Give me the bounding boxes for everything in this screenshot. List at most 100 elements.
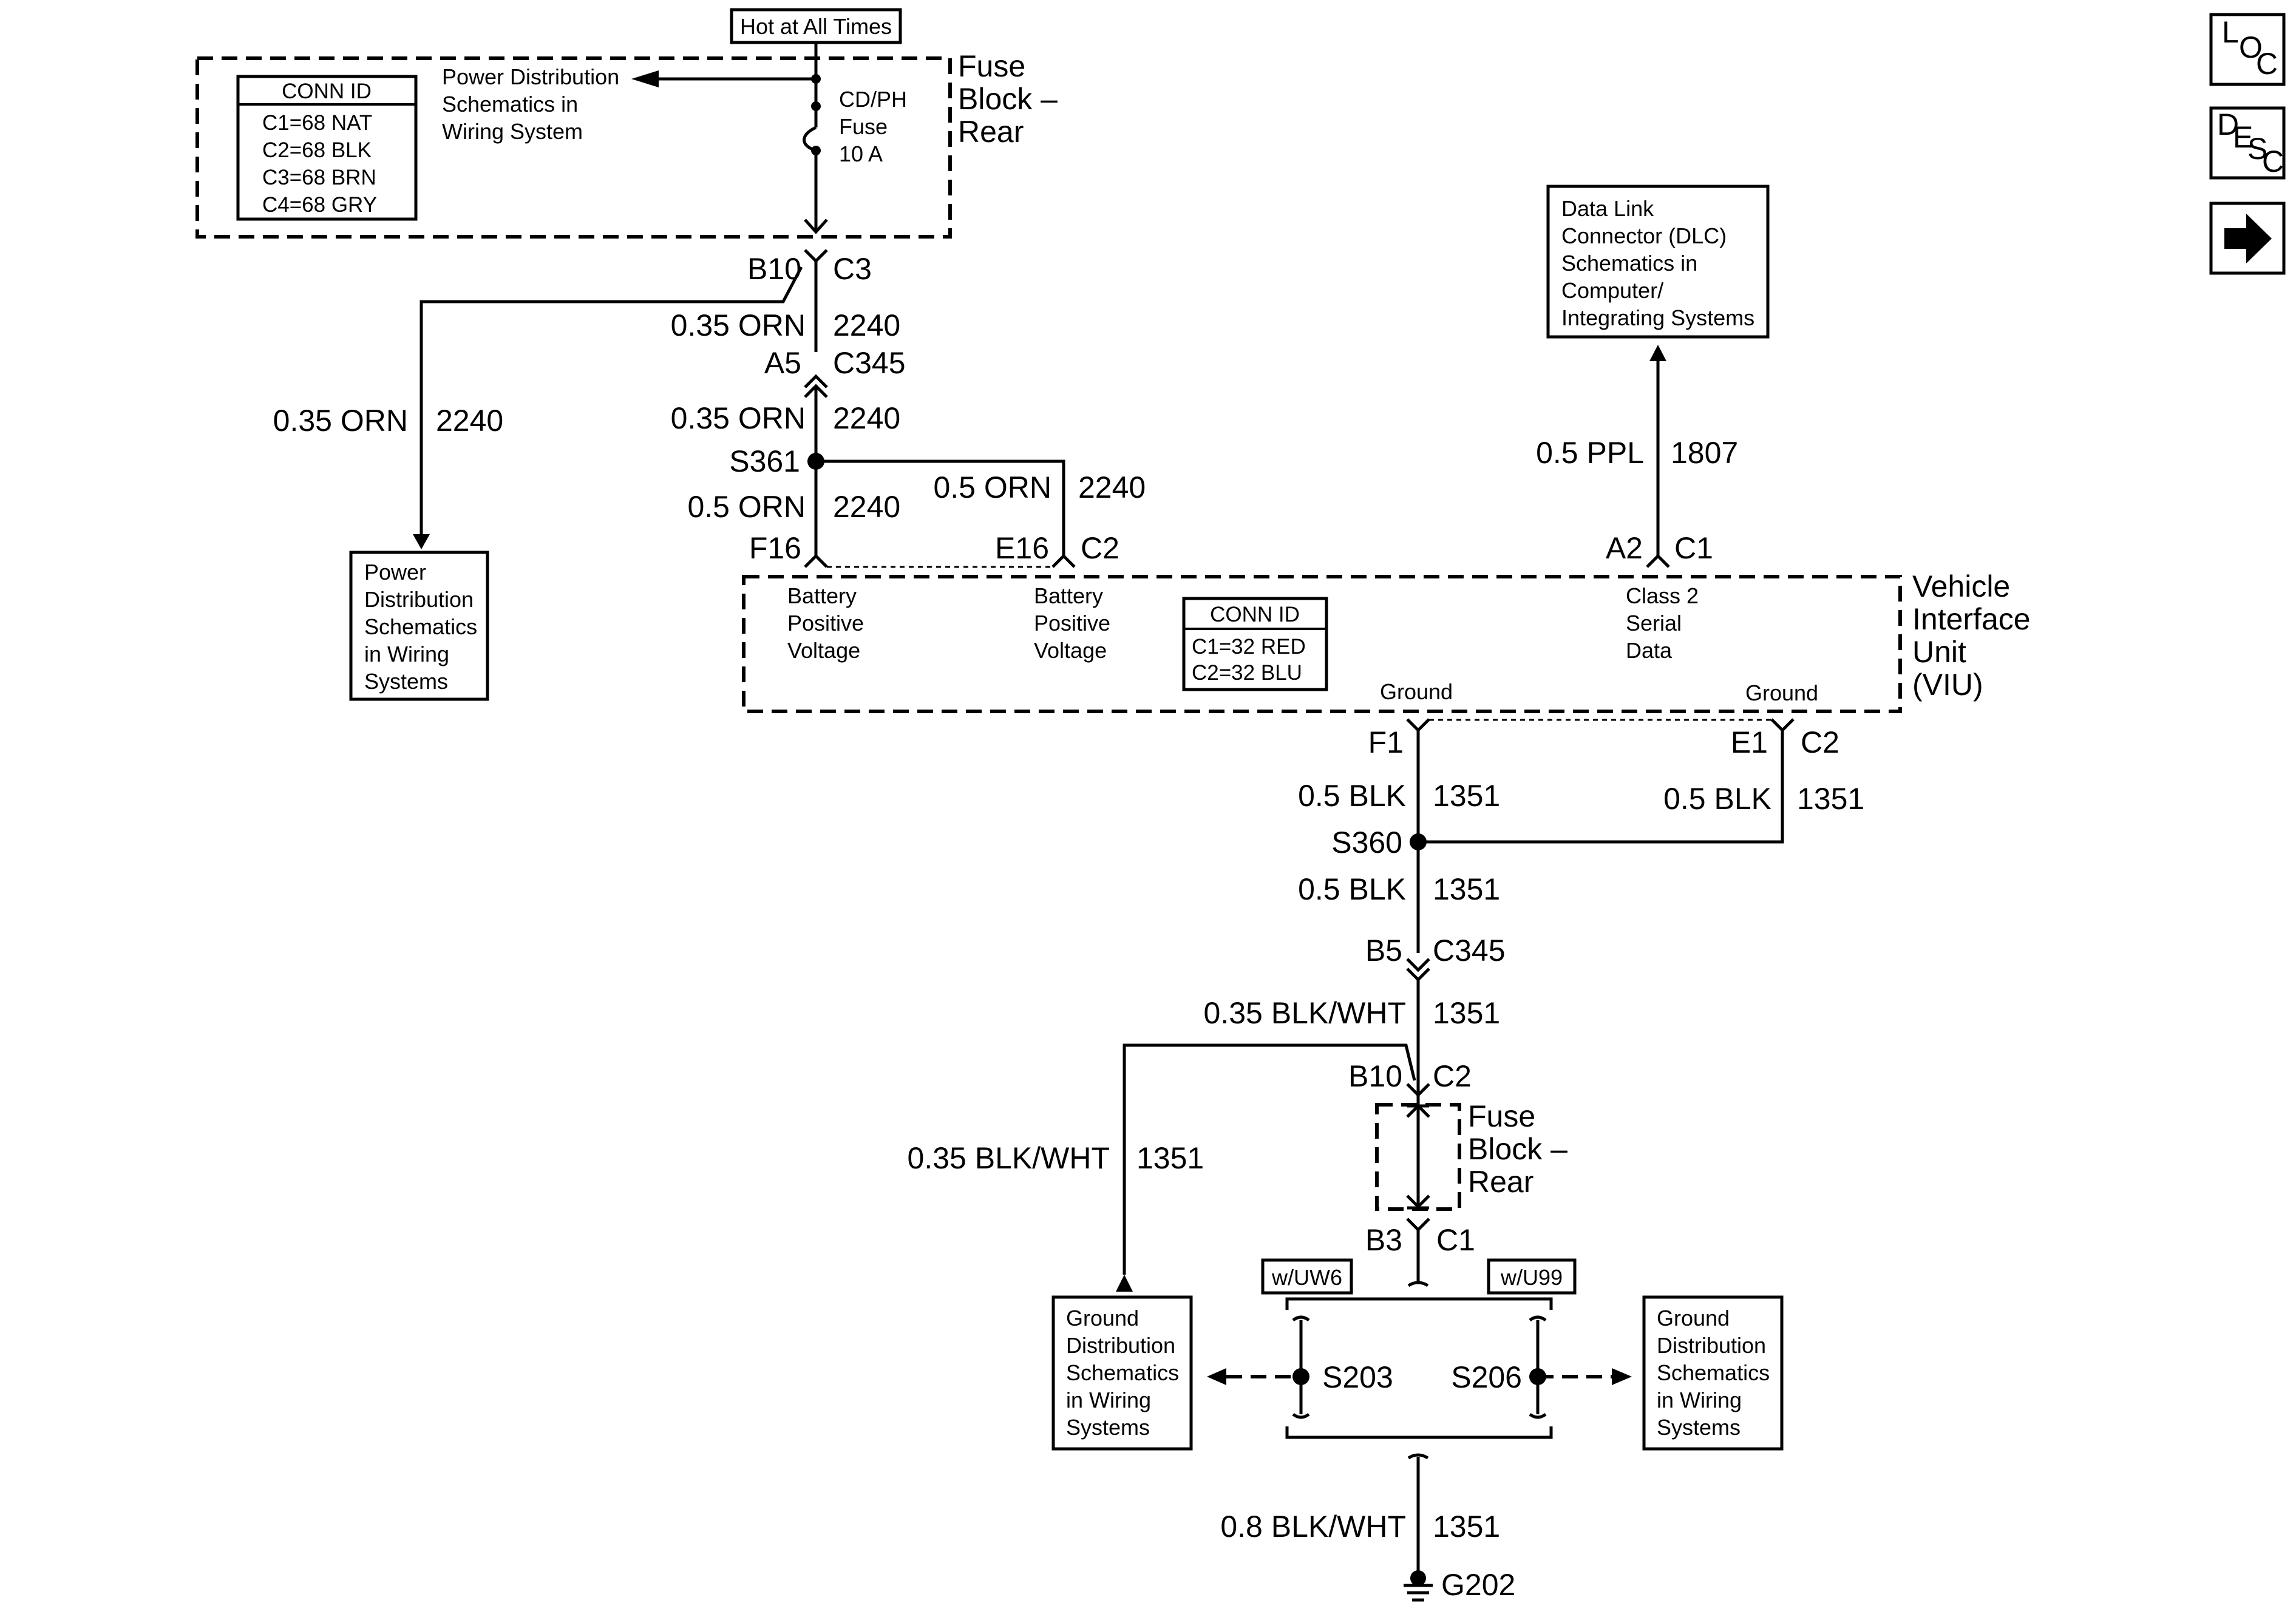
svg-text:E16: E16 xyxy=(995,531,1049,565)
conn-id-table-top: CONN ID C1=68 NAT C2=68 BLK C3=68 BRN C4… xyxy=(236,75,418,221)
svg-text:in Wiring: in Wiring xyxy=(1066,1388,1151,1412)
wire-gauge: 0.8 BLK/WHT xyxy=(1220,1510,1406,1544)
connector-f1: F1 xyxy=(1368,718,1430,759)
svg-text:C2=32 BLU: C2=32 BLU xyxy=(1192,661,1302,685)
next-button[interactable] xyxy=(2209,202,2286,275)
splice-s361: S361 xyxy=(729,444,824,478)
svg-text:C2: C2 xyxy=(1801,725,1839,759)
svg-text:F16: F16 xyxy=(749,531,801,565)
wire-circuit: 1351 xyxy=(1433,1510,1500,1544)
connector-b3-c1: B3 C1 xyxy=(1365,1218,1475,1257)
wire-circuit: 2240 xyxy=(833,308,900,342)
svg-text:CONN ID: CONN ID xyxy=(1210,603,1300,626)
wire-gauge: 0.5 ORN xyxy=(933,470,1051,504)
arrow-left-icon xyxy=(631,70,659,87)
svg-text:Positive: Positive xyxy=(1034,611,1110,636)
svg-text:in Wiring: in Wiring xyxy=(364,642,449,666)
connector-b10-c2: B10 C2 xyxy=(1348,1059,1472,1097)
viu-name-1: Vehicle xyxy=(1912,569,2010,603)
svg-text:E1: E1 xyxy=(1731,725,1768,759)
ground-distribution-ref-left[interactable]: Ground Distribution Schematics in Wiring… xyxy=(1051,1295,1193,1451)
fuse-block-top: Fuse Block – Rear xyxy=(195,49,1058,239)
wire-gauge: 0.5 BLK xyxy=(1663,782,1771,816)
svg-text:Ground: Ground xyxy=(1745,680,1818,705)
svg-text:O: O xyxy=(2239,30,2263,64)
svg-text:Serial: Serial xyxy=(1626,611,1682,636)
svg-text:S360: S360 xyxy=(1331,825,1402,859)
svg-text:Distribution: Distribution xyxy=(364,587,474,612)
wire-gauge: 0.35 BLK/WHT xyxy=(908,1141,1110,1175)
svg-text:Block –: Block – xyxy=(1468,1132,1567,1166)
conn-id-item: C1=68 NAT xyxy=(262,111,372,135)
svg-text:S206: S206 xyxy=(1451,1360,1522,1394)
power-distribution-ref-box[interactable]: Power Distribution Schematics in Wiring … xyxy=(349,551,489,701)
wire-gauge: 0.5 BLK xyxy=(1298,872,1406,906)
conn-id-item: C3=68 BRN xyxy=(262,166,376,189)
arrow-right-icon xyxy=(1612,1368,1632,1385)
svg-text:Systems: Systems xyxy=(1066,1415,1150,1440)
desc-button[interactable]: D E S C xyxy=(2209,106,2286,180)
svg-text:C: C xyxy=(2256,47,2278,81)
conn-id-item: C2=68 BLK xyxy=(262,138,372,162)
svg-text:Power Distribution: Power Distribution xyxy=(442,64,619,89)
wire-gauge: 0.35 BLK/WHT xyxy=(1204,996,1406,1030)
svg-text:Schematics: Schematics xyxy=(364,614,477,639)
svg-text:Distribution: Distribution xyxy=(1657,1333,1766,1358)
svg-text:C345: C345 xyxy=(1433,934,1506,968)
viu-name-2: Interface xyxy=(1912,602,2031,636)
svg-text:E: E xyxy=(2233,120,2253,154)
svg-text:w/U99: w/U99 xyxy=(1500,1265,1563,1290)
svg-text:S: S xyxy=(2247,132,2267,166)
wire-circuit: 1351 xyxy=(1433,872,1500,906)
svg-text:Fuse: Fuse xyxy=(1468,1099,1535,1133)
svg-text:Integrating Systems: Integrating Systems xyxy=(1561,305,1754,330)
svg-text:Positive: Positive xyxy=(787,611,864,636)
connector-e1-c2: E1 C2 xyxy=(1731,718,1839,759)
hot-label: Hot at All Times xyxy=(740,14,892,39)
connector-a2-c1: A2 C1 xyxy=(1606,531,1713,568)
svg-text:Data Link: Data Link xyxy=(1561,196,1654,221)
fuse-block-top-name-1: Fuse xyxy=(958,49,1025,83)
arrow-left-icon xyxy=(1207,1368,1226,1385)
svg-text:Voltage: Voltage xyxy=(1034,638,1107,663)
svg-text:Ground: Ground xyxy=(1657,1306,1730,1331)
svg-text:F1: F1 xyxy=(1368,725,1404,759)
svg-text:C: C xyxy=(2262,144,2284,178)
fuse-block-top-name-3: Rear xyxy=(958,115,1024,149)
ground-g202: G202 xyxy=(1404,1568,1515,1602)
loc-button[interactable]: L O C xyxy=(2209,13,2286,86)
wire-gauge: 0.35 ORN xyxy=(671,308,806,342)
svg-text:Systems: Systems xyxy=(364,669,448,694)
svg-text:B10: B10 xyxy=(1348,1059,1402,1093)
svg-text:B3: B3 xyxy=(1365,1223,1402,1257)
svg-text:Power: Power xyxy=(364,560,426,585)
fuse-label-1: CD/PH xyxy=(839,87,907,112)
svg-text:C345: C345 xyxy=(833,346,906,380)
arrow-down-icon xyxy=(413,534,430,549)
svg-text:L: L xyxy=(2222,15,2239,49)
wire-gauge: 0.35 ORN xyxy=(671,401,806,435)
viu-name-4: (VIU) xyxy=(1912,668,1983,702)
fuse-label-3: 10 A xyxy=(839,141,883,166)
ground-distribution-ref-right[interactable]: Ground Distribution Schematics in Wiring… xyxy=(1642,1295,1784,1451)
svg-text:B10: B10 xyxy=(747,252,801,286)
splice-s206: S206 xyxy=(1451,1315,1547,1419)
svg-text:C3: C3 xyxy=(833,252,872,286)
wire-circuit: 2240 xyxy=(833,490,900,524)
wire-circuit: 2240 xyxy=(1078,470,1146,504)
wire-circuit: 1807 xyxy=(1671,436,1738,470)
connector-e16-c2: E16 C2 xyxy=(995,531,1119,568)
ground-label: G202 xyxy=(1441,1568,1515,1602)
arrow-up-icon xyxy=(1649,345,1666,361)
dlc-ref-box[interactable]: Data Link Connector (DLC) Schematics in … xyxy=(1546,185,1770,339)
power-distribution-ref-top[interactable]: Power Distribution Schematics in Wiring … xyxy=(442,64,619,144)
svg-text:Schematics in: Schematics in xyxy=(442,92,578,117)
svg-text:Battery: Battery xyxy=(1034,583,1103,608)
svg-text:C1: C1 xyxy=(1436,1223,1475,1257)
svg-text:D: D xyxy=(2217,107,2239,141)
svg-text:Connector (DLC): Connector (DLC) xyxy=(1561,223,1727,248)
fuse-block-top-name-2: Block – xyxy=(958,82,1058,116)
conn-id-item: C4=68 GRY xyxy=(262,193,377,217)
connector-a5-c345: A5 C345 xyxy=(764,346,906,398)
